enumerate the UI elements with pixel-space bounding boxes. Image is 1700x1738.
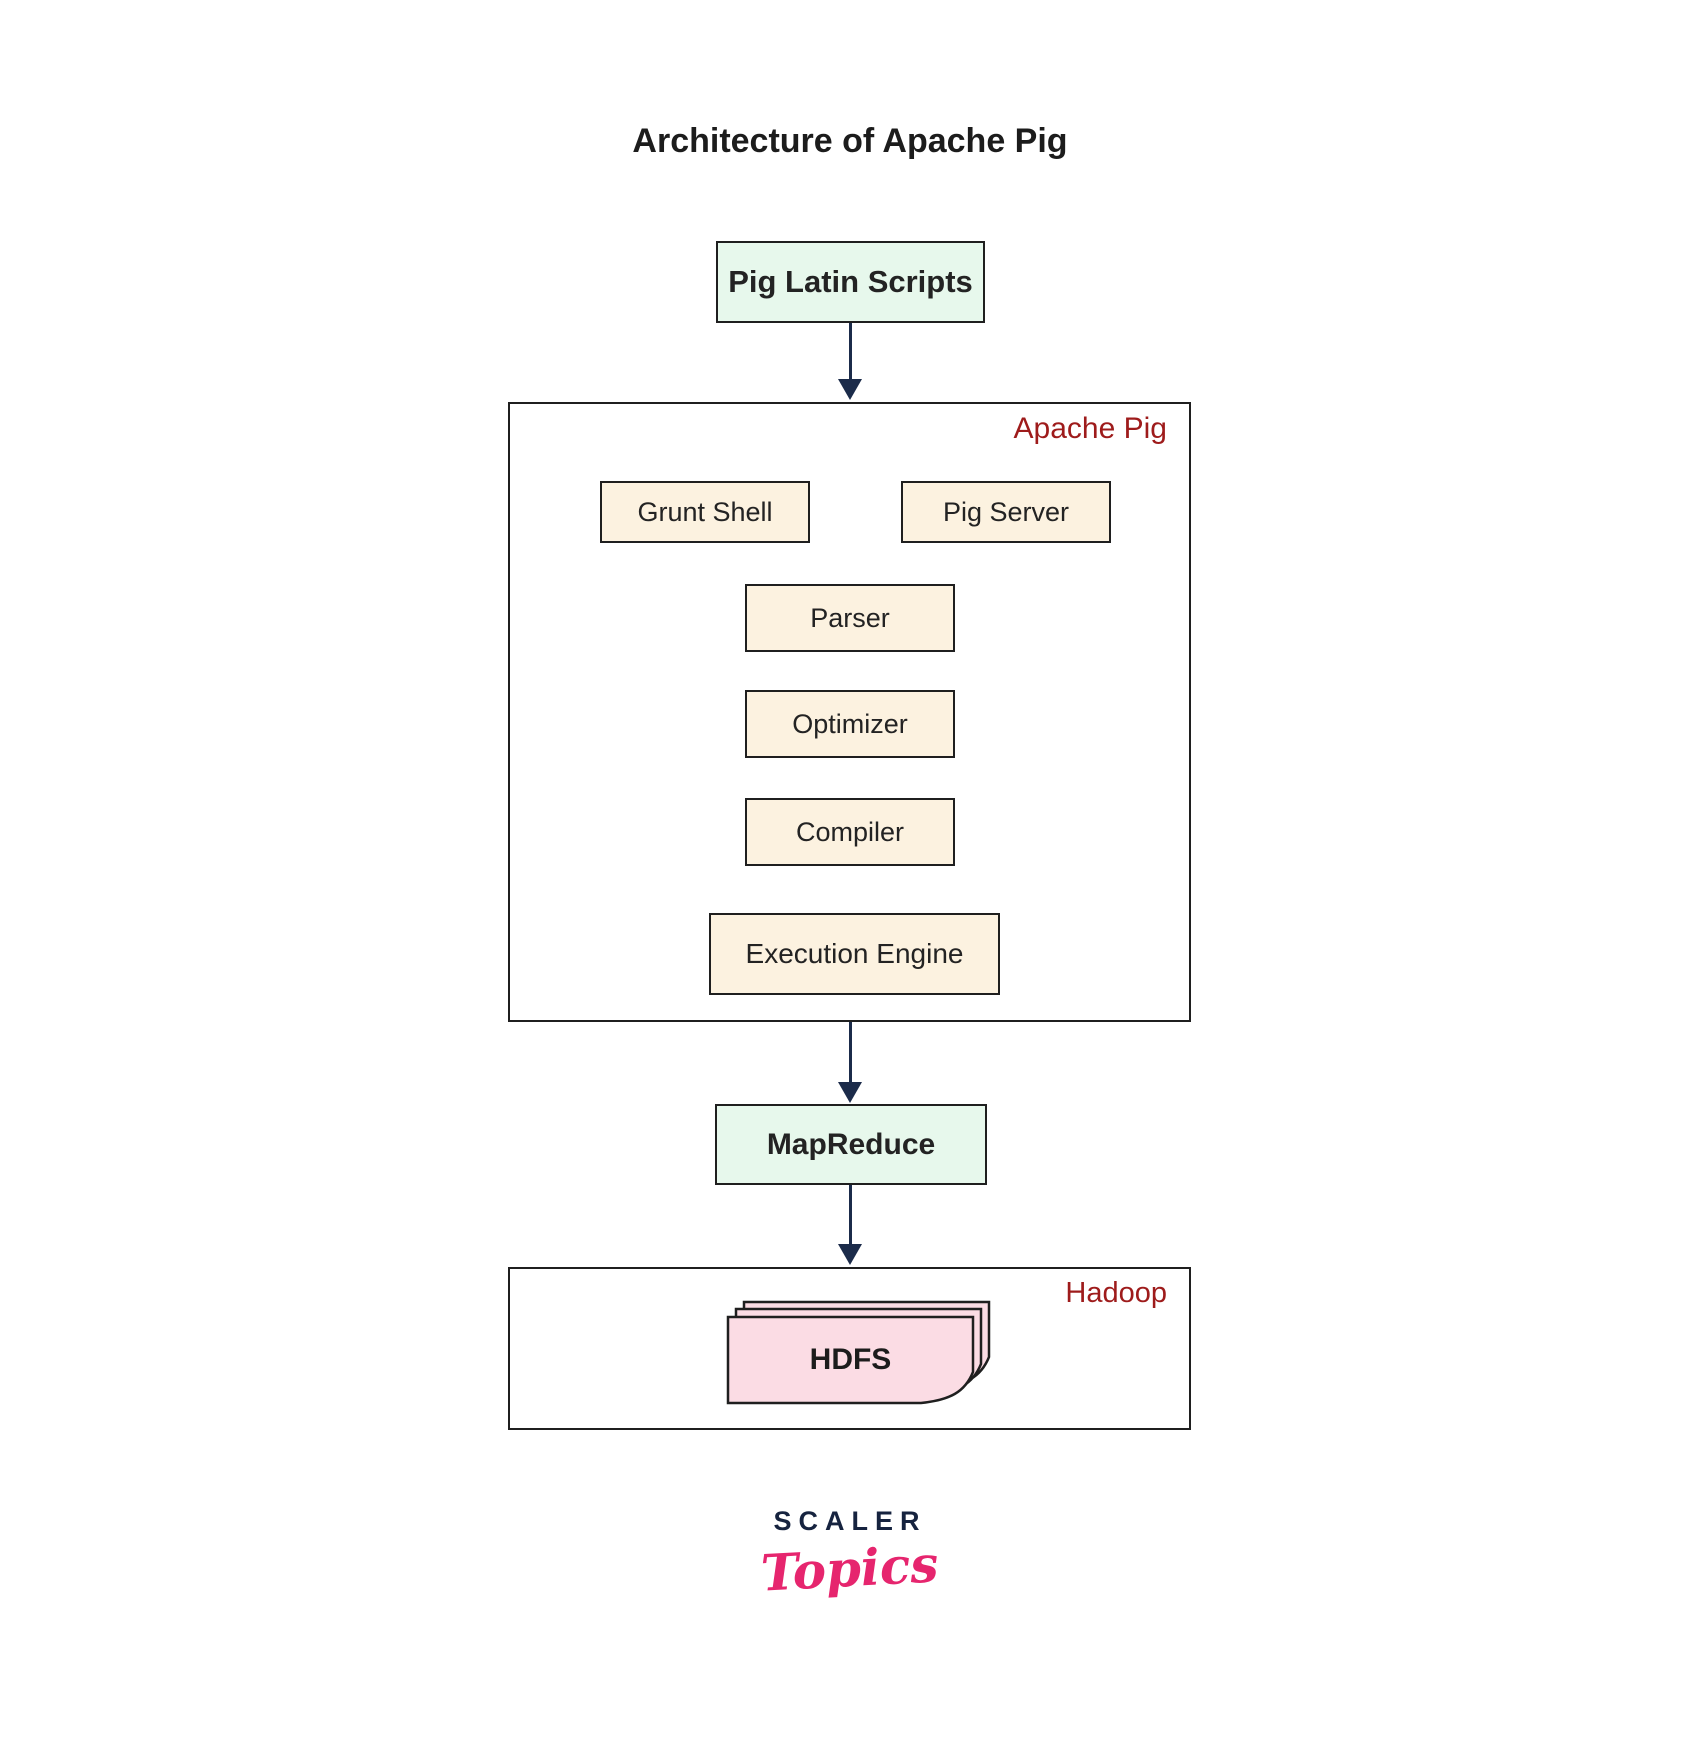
apache-pig-label: Apache Pig bbox=[1013, 412, 1167, 445]
arrow-stem bbox=[848, 1185, 852, 1244]
pig-latin-scripts-node: Pig Latin Scripts bbox=[716, 241, 985, 323]
arrow-stem bbox=[848, 1022, 852, 1082]
pig-server-node: Pig Server bbox=[901, 481, 1111, 543]
arrow-down bbox=[836, 1185, 864, 1265]
arrowhead-icon bbox=[838, 379, 862, 400]
document-stack-icon bbox=[726, 1300, 991, 1405]
hdfs-node: HDFS bbox=[809, 1343, 892, 1376]
scaler-topics-logo: SCALER Topics bbox=[0, 1506, 1700, 1603]
optimizer-node: Optimizer bbox=[745, 690, 955, 758]
logo-wordmark-text: Topics bbox=[759, 1534, 941, 1603]
hadoop-container: Hadoop bbox=[508, 1267, 1191, 1430]
arrow-stem bbox=[848, 323, 852, 379]
hadoop-label: Hadoop bbox=[1065, 1277, 1167, 1309]
mapreduce-node: MapReduce bbox=[715, 1104, 987, 1185]
arrow-down bbox=[836, 323, 864, 400]
grunt-shell-node: Grunt Shell bbox=[600, 481, 810, 543]
apache-pig-container: Apache Pig bbox=[508, 402, 1191, 1022]
arrowhead-icon bbox=[838, 1082, 862, 1103]
execution-engine-node: Execution Engine bbox=[709, 913, 1000, 995]
diagram-title: Architecture of Apache Pig bbox=[632, 122, 1068, 160]
compiler-node: Compiler bbox=[745, 798, 955, 866]
logo-brand-text: SCALER bbox=[773, 1506, 927, 1536]
arrow-down bbox=[836, 1022, 864, 1103]
arrowhead-icon bbox=[838, 1244, 862, 1265]
document-sheet bbox=[726, 1315, 975, 1405]
parser-node: Parser bbox=[745, 584, 955, 652]
